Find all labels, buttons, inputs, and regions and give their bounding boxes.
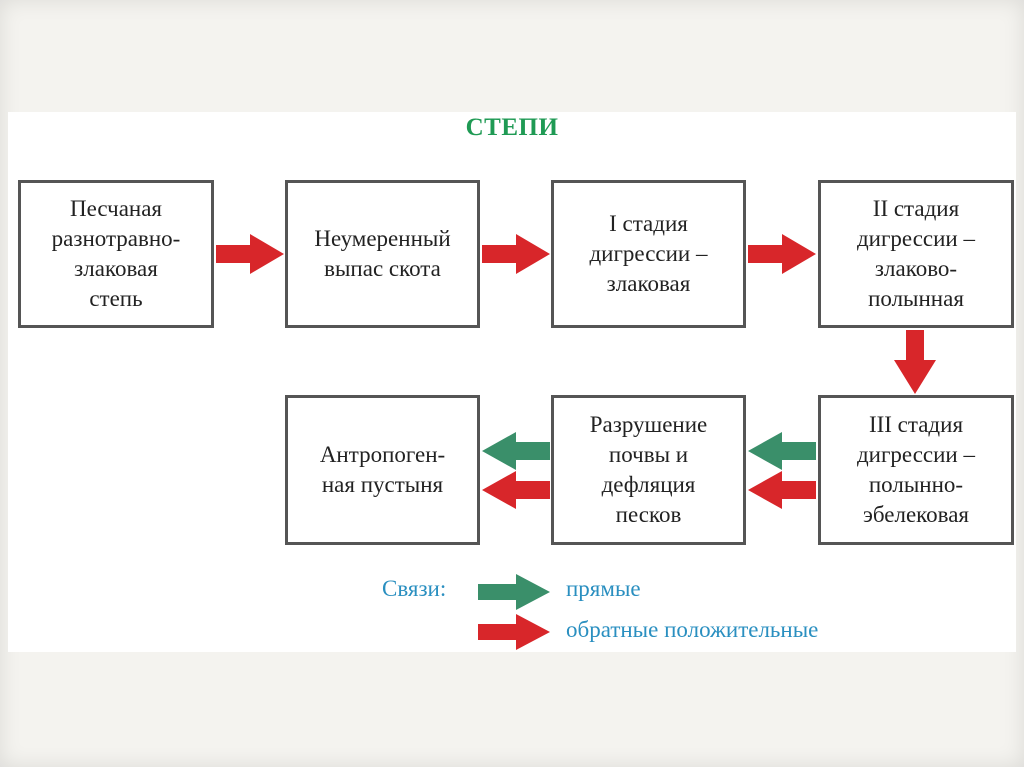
legend-direct-label: прямые (566, 576, 641, 601)
box-overgrazing: Неумеренный выпас скота (285, 180, 480, 328)
box-stage-2: II стадия дигрессии – злаково- полынная (818, 180, 1014, 328)
arrow-direct-stage3-to-soil (748, 432, 816, 470)
box-soil-destruction: Разрушение почвы и дефляция песков (551, 395, 746, 545)
legend-feedback-label: обратные положительные (566, 617, 819, 642)
legend-feedback-arrow (478, 614, 550, 650)
arrow-direct-soil-to-desert (482, 432, 550, 470)
arrow-feedback-soil-to-desert (482, 471, 550, 509)
box-sandy-steppe: Песчаная разнотравно- злаковая степь (18, 180, 214, 328)
legend-direct-arrow (478, 574, 550, 610)
box-anthropogenic-desert: Антропоген- ная пустыня (285, 395, 480, 545)
box-stage-1: I стадия дигрессии – злаковая (551, 180, 746, 328)
arrow-steppe-to-grazing (216, 234, 284, 274)
arrow-grazing-to-stage1 (482, 234, 550, 274)
legend-title: Связи: (382, 576, 447, 601)
arrow-stage2-to-stage3 (894, 330, 936, 394)
box-stage-3: III стадия дигрессии – полынно- эбелеков… (818, 395, 1014, 545)
diagram-title: СТЕПИ (465, 114, 559, 141)
arrow-stage1-to-stage2 (748, 234, 816, 274)
arrow-feedback-stage3-to-soil (748, 471, 816, 509)
